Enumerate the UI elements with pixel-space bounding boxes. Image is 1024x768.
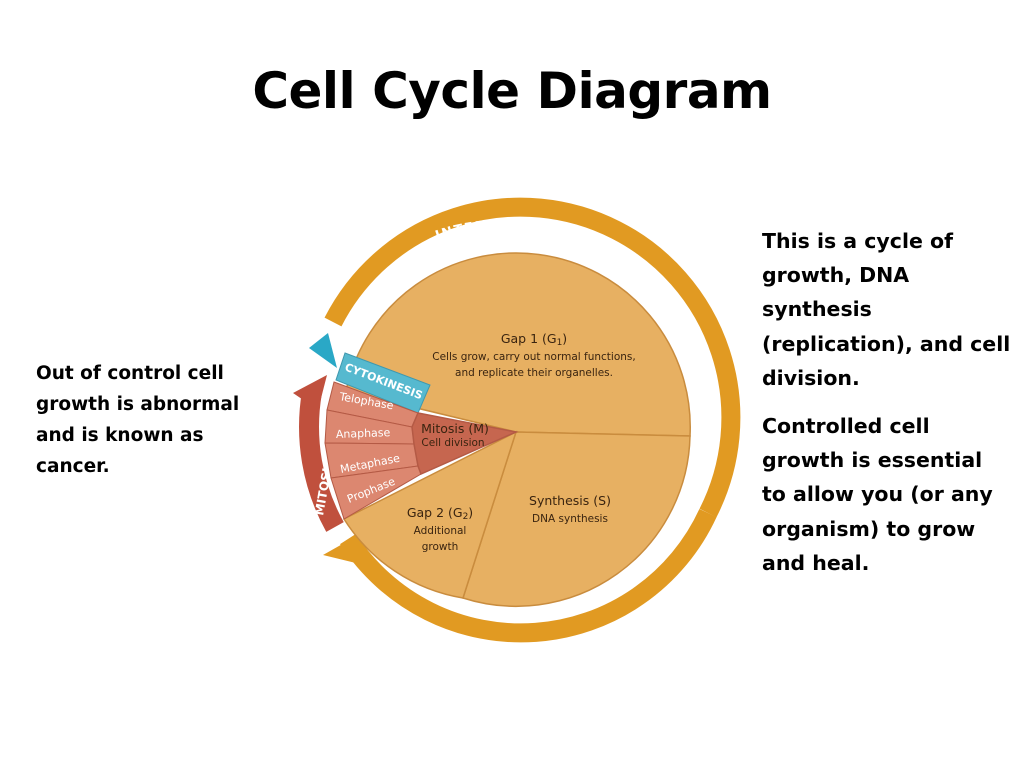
cycle-description-paragraph-1: This is a cycle of growth, DNA synthesis…	[762, 229, 1011, 390]
mitosis-arrowhead	[293, 375, 327, 410]
gap1-title: Gap 1 (G1)	[501, 331, 567, 348]
phase-label-anaphase: Anaphase	[336, 426, 391, 441]
cycle-description-paragraph-2: Controlled cell growth is essential to a…	[762, 414, 993, 575]
slide-title: Cell Cycle Diagram	[252, 62, 772, 120]
cycle-description: This is a cycle of growth, DNA synthesis…	[762, 224, 1012, 594]
interphase-arrow-arc	[324, 197, 741, 518]
synthesis-wedge	[462, 431, 691, 608]
cytokinesis-arrowhead	[309, 333, 337, 368]
gap2-title: Gap 2 (G2)	[407, 505, 473, 522]
gap1-line-2: and replicate their organelles.	[455, 367, 613, 379]
synthesis-title: Synthesis (S)	[529, 493, 611, 508]
cancer-note: Out of control cell growth is abnormal a…	[36, 363, 240, 477]
gap2-line-1: Additional	[414, 525, 467, 537]
interphase-arrow-lower-arc	[340, 509, 717, 643]
gap2-wedge	[342, 430, 518, 599]
gap1-wedge	[345, 252, 691, 437]
mitosis-subtitle: Cell division	[421, 437, 484, 449]
gap1-line-1: Cells grow, carry out normal functions,	[432, 351, 635, 363]
mitosis-title: Mitosis (M)	[421, 421, 489, 436]
synthesis-line-1: DNA synthesis	[532, 513, 608, 525]
mitosis-arrow-arc	[299, 390, 344, 532]
mitosis-core	[411, 412, 519, 476]
gap2-line-2: growth	[422, 541, 459, 553]
